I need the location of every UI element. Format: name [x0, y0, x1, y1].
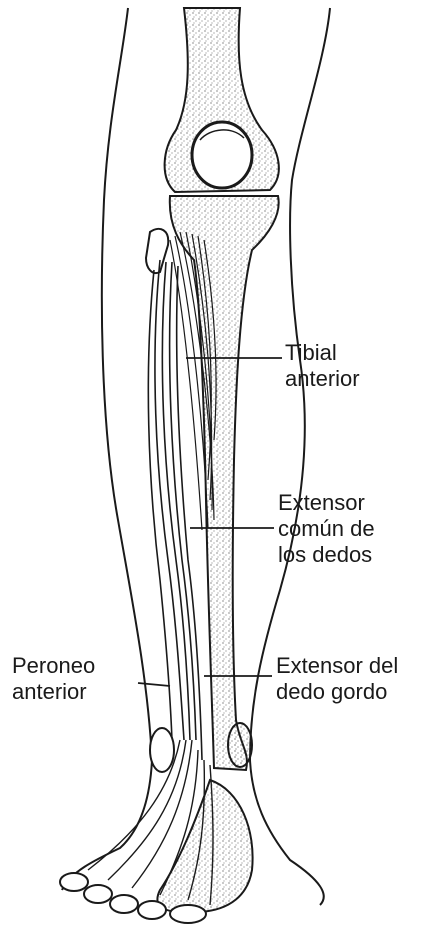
label-line: Tibial: [285, 340, 360, 366]
label-line: anterior: [285, 366, 360, 392]
tibia: [170, 196, 279, 770]
label-line: dedo gordo: [276, 679, 398, 705]
label-line: Peroneo: [12, 653, 95, 679]
leader-line-peroneo: [138, 683, 170, 686]
label-line: común de: [278, 516, 375, 542]
label-peroneo-anterior: Peroneo anterior: [12, 653, 95, 705]
lateral-malleolus: [150, 728, 174, 772]
label-line: Extensor del: [276, 653, 398, 679]
foot-bones: [157, 780, 252, 912]
medial-malleolus: [228, 723, 252, 767]
label-line: los dedos: [278, 542, 375, 568]
patella: [192, 122, 252, 188]
label-extensor-comun: Extensor común de los dedos: [278, 490, 375, 568]
label-extensor-dedo-gordo: Extensor del dedo gordo: [276, 653, 398, 705]
label-line: anterior: [12, 679, 95, 705]
label-tibial-anterior: Tibial anterior: [285, 340, 360, 392]
label-line: Extensor: [278, 490, 375, 516]
leg-outline-left: [62, 8, 152, 890]
